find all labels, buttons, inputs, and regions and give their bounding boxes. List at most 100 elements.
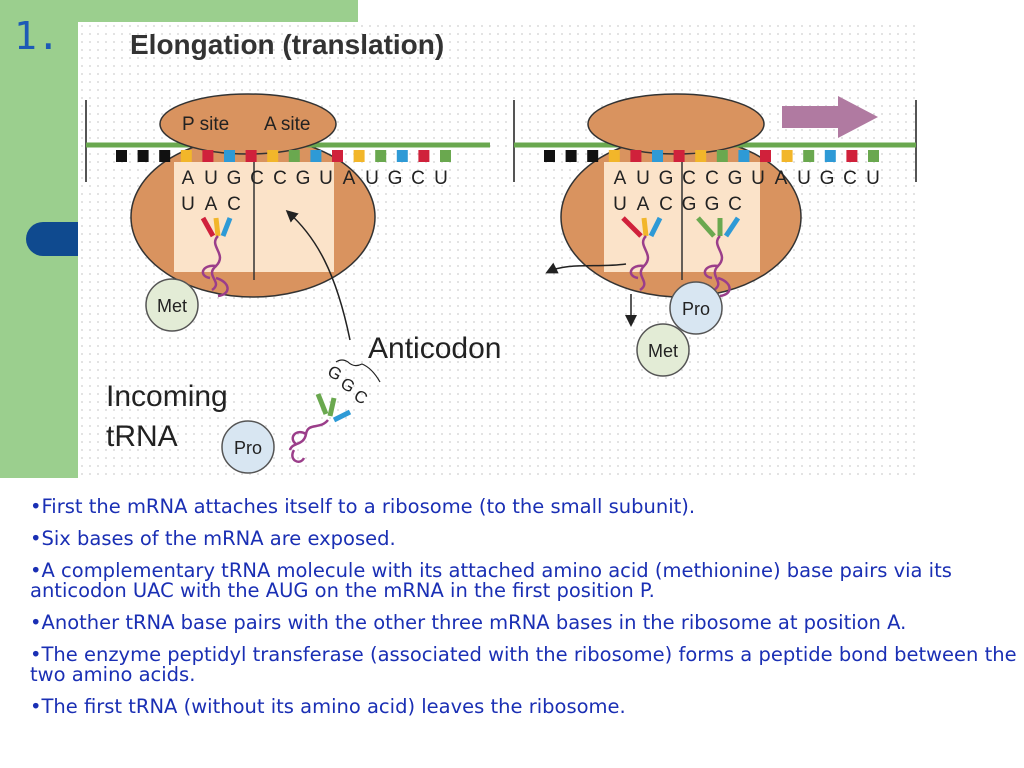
exit-arrow: [545, 262, 627, 274]
mrna-base-letter: U: [319, 168, 333, 189]
anticodon-pointer-arrow: [285, 210, 351, 341]
mrna-base-letter: U: [434, 168, 448, 189]
mrna-base-letter: C: [250, 168, 264, 189]
mrna-base-tick: [224, 150, 235, 162]
mrna-base-letter: U: [866, 168, 880, 189]
mrna-base-tick: [824, 150, 836, 162]
mrna-base-letter: G: [388, 168, 403, 189]
mrna-base-tick: [332, 150, 343, 162]
mrna-base-tick: [544, 150, 555, 162]
mrna-base-tick: [180, 150, 192, 162]
mrna-base-tick: [396, 150, 408, 162]
mrna-base-tick: [137, 150, 149, 162]
pro-label-right: Pro: [682, 299, 710, 319]
mrna-base-tick: [288, 150, 300, 162]
left-p-site-box: [174, 162, 254, 272]
anticodon-base-letter: C: [728, 194, 742, 215]
mrna-base-letter: G: [296, 168, 311, 189]
mrna-base-tick: [310, 150, 322, 162]
anticodon-base-letter: A: [637, 194, 650, 215]
anticodon-base-letter: G: [705, 194, 720, 215]
bullet-list: •First the mRNA attaches itself to a rib…: [30, 497, 1020, 729]
mrna-base-tick: [587, 150, 599, 162]
mrna-base-tick: [159, 150, 171, 162]
anticodon-base-letter: U: [181, 194, 195, 215]
mrna-base-tick: [116, 150, 127, 162]
bullet-item: •The first tRNA (without its amino acid)…: [30, 695, 626, 718]
mrna-base-letter: U: [365, 168, 379, 189]
mrna-base-tick: [375, 150, 387, 162]
incoming-codon-brace: [335, 359, 381, 383]
incoming-label-line1: Incoming: [106, 380, 228, 413]
mrna-base-letter: C: [411, 168, 425, 189]
mrna-base-tick: [440, 150, 451, 162]
mrna-base-tick: [760, 150, 771, 162]
mrna-base-letter: A: [775, 168, 788, 189]
right-large-subunit: [587, 93, 765, 155]
right-trna-a: [696, 216, 741, 298]
pro-amino-acid-incoming: [221, 420, 275, 474]
mrna-base-tick: [673, 150, 685, 162]
mrna-base-tick: [803, 150, 815, 162]
bullet-item: •Six bases of the mRNA are exposed.: [30, 527, 396, 550]
mrna-base-letter: C: [682, 168, 696, 189]
met-label-right: Met: [648, 341, 678, 361]
mrna-base-letter: G: [728, 168, 743, 189]
mrna-base-letter: U: [204, 168, 218, 189]
elongation-diagram: Elongation (translation) P site A site A…: [78, 22, 920, 480]
mrna-base-letter: A: [343, 168, 356, 189]
mrna-base-tick: [353, 150, 365, 162]
bullet-item: •Another tRNA base pairs with the other …: [30, 611, 907, 634]
anticodon-base-letter: C: [227, 194, 241, 215]
mrna-base-letter: G: [820, 168, 835, 189]
mrna-base-letter: G: [659, 168, 674, 189]
anticodon-base-letter: G: [682, 194, 697, 215]
anticodon-base-letter: U: [613, 194, 627, 215]
mrna-base-tick: [418, 150, 430, 162]
mrna-base-letter: A: [182, 168, 195, 189]
mrna-base-tick: [695, 150, 707, 162]
right-mrna-base-ticks: [544, 150, 879, 162]
mrna-base-tick: [608, 150, 620, 162]
mrna-base-tick: [781, 150, 793, 162]
mrna-base-tick: [267, 150, 279, 162]
decorative-blue-bar: [26, 222, 86, 256]
incoming-label-line2: tRNA: [106, 420, 178, 453]
movement-arrow: [782, 96, 878, 138]
mrna-base-tick: [738, 150, 750, 162]
a-site-label: A site: [264, 114, 310, 135]
mrna-base-letter: C: [843, 168, 857, 189]
mrna-base-tick: [245, 150, 257, 162]
figure-title: Elongation (translation): [130, 29, 444, 60]
slide-number: 1.: [14, 14, 60, 58]
met-amino-acid-right: [636, 323, 690, 377]
left-trna-p: [200, 216, 233, 298]
bullet-item: •The enzyme peptidyl transferase (associ…: [30, 643, 1017, 686]
mrna-base-letter: U: [797, 168, 811, 189]
mrna-base-letter: C: [705, 168, 719, 189]
anticodon-base-letter: C: [659, 194, 673, 215]
mrna-base-tick: [846, 150, 858, 162]
mrna-base-tick: [202, 150, 214, 162]
right-trna-p: [621, 216, 663, 292]
mrna-base-letter: U: [751, 168, 765, 189]
met-amino-acid-left: [145, 278, 199, 332]
mrna-base-letter: G: [227, 168, 242, 189]
mrna-base-tick: [868, 150, 879, 162]
bullet-item: •First the mRNA attaches itself to a rib…: [30, 495, 696, 518]
anticodon-base-letter: A: [205, 194, 218, 215]
mrna-base-tick: [652, 150, 663, 162]
mrna-base-tick: [716, 150, 728, 162]
mrna-base-tick: [630, 150, 642, 162]
pro-amino-acid-right: [669, 281, 723, 335]
right-p-site-box: [604, 162, 682, 272]
mrna-base-tick: [565, 150, 577, 162]
p-site-label: P site: [182, 114, 229, 135]
pro-label-incoming: Pro: [234, 438, 262, 458]
